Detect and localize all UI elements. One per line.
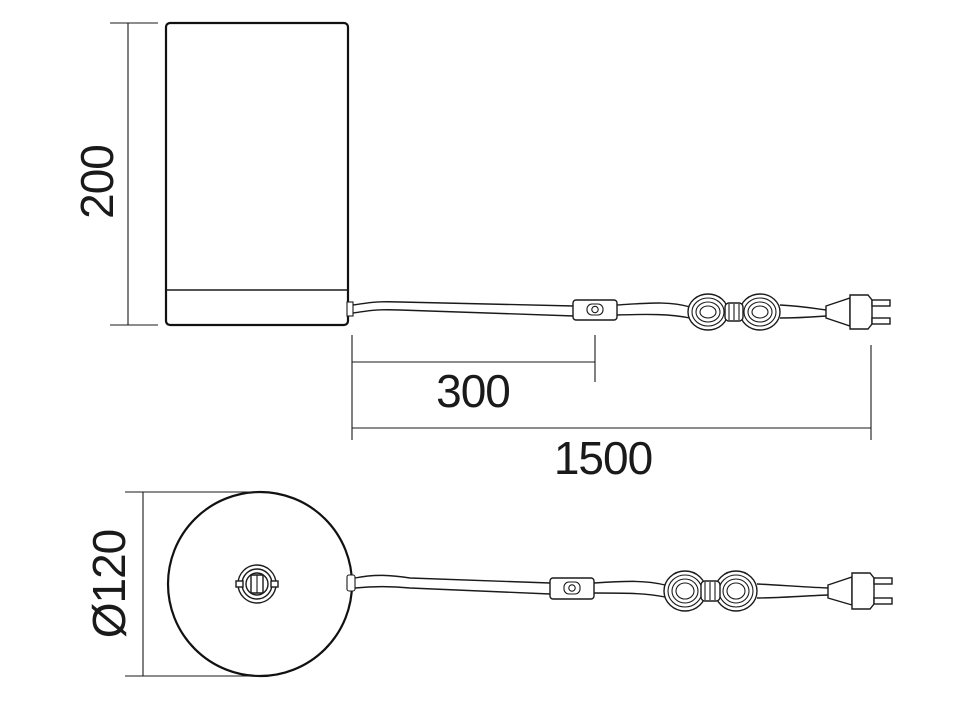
coiled-cable-icon	[687, 293, 781, 331]
cable-length-label: 1500	[554, 432, 652, 484]
cable-segment	[593, 580, 666, 586]
cord-switch-icon	[549, 577, 595, 600]
height-dimension-label: 200	[71, 145, 123, 219]
cord-exit	[346, 301, 354, 317]
cable-segment	[779, 315, 827, 319]
cable-segment	[616, 313, 691, 319]
cable-segment	[352, 301, 575, 307]
switch-distance-label: 300	[436, 365, 510, 417]
cable-segment	[593, 592, 666, 598]
cable-segment	[756, 583, 829, 589]
euro-plug-icon	[827, 572, 893, 610]
diameter-dimension: Ø120	[83, 491, 260, 677]
switch-distance-dimension: 300	[351, 335, 596, 440]
side-view	[164, 21, 891, 331]
cable-segment	[616, 302, 691, 308]
diameter-label: Ø120	[83, 530, 135, 639]
cable-segment	[354, 574, 551, 584]
euro-plug-icon	[825, 294, 891, 330]
cord-switch-icon	[572, 299, 618, 321]
top-view	[166, 490, 893, 678]
lamp-socket-icon	[235, 564, 279, 604]
cable-segment	[352, 309, 575, 317]
coiled-cable-icon	[663, 570, 758, 612]
cable-length-dimension: 1500	[352, 345, 872, 484]
cord-exit	[346, 574, 356, 592]
height-dimension: 200	[71, 22, 158, 326]
cable-segment	[756, 594, 829, 599]
cable-segment	[354, 585, 551, 595]
cable-segment	[779, 304, 827, 311]
lamp-shade	[164, 21, 350, 327]
